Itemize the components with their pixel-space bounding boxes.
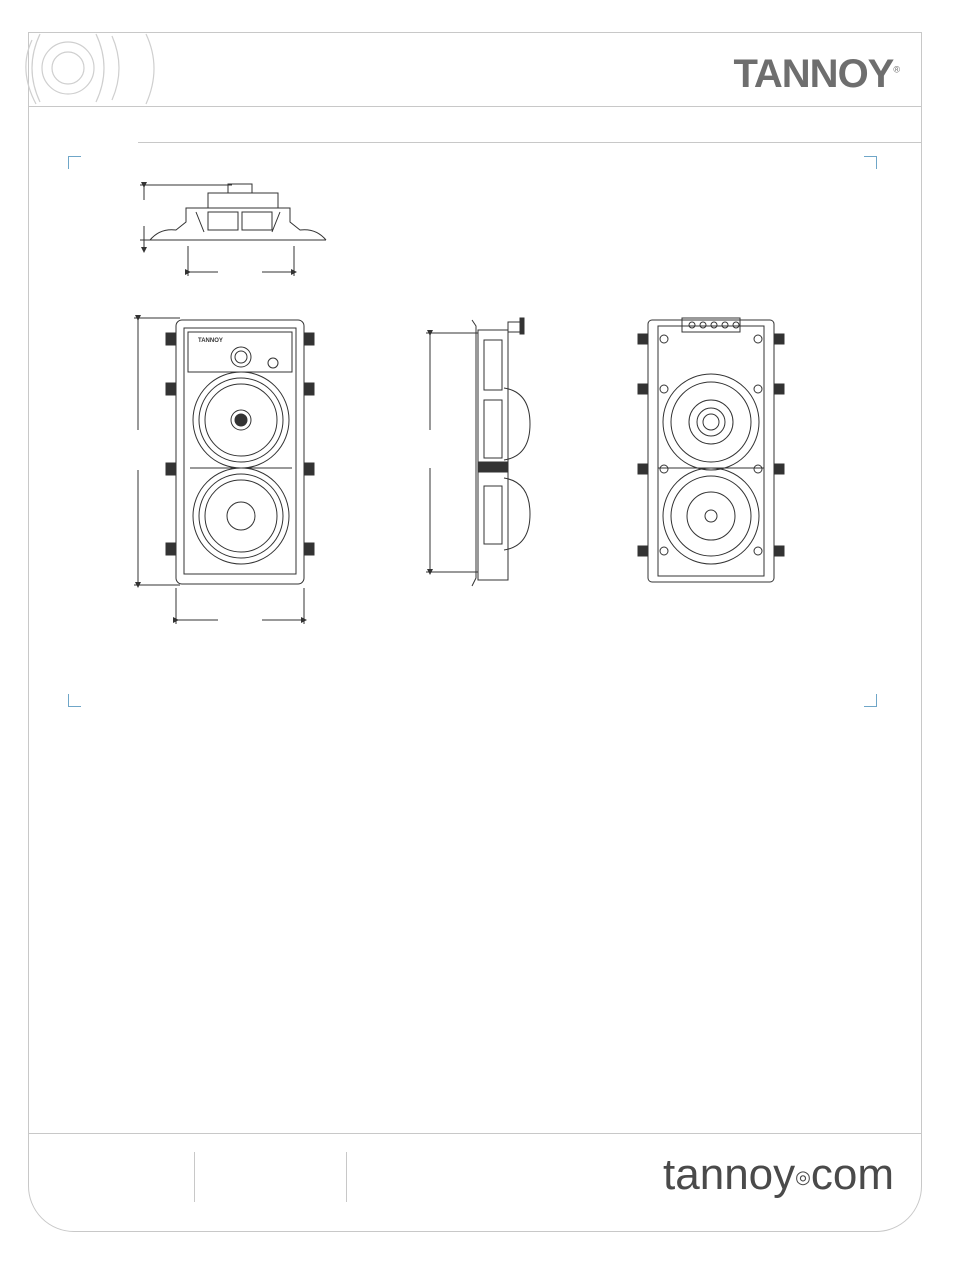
- speaker-badge-text: TANNOY: [198, 338, 223, 344]
- top-view-drawing: [140, 184, 326, 276]
- website-name: tannoy: [663, 1150, 795, 1199]
- website-url: tannoy◎com: [663, 1150, 894, 1200]
- front-view-drawing: [134, 318, 314, 624]
- back-view-drawing: [638, 318, 784, 582]
- website-tld: com: [811, 1150, 894, 1199]
- side-view-drawing: [426, 318, 530, 586]
- website-dot-mark: ◎: [795, 1167, 811, 1187]
